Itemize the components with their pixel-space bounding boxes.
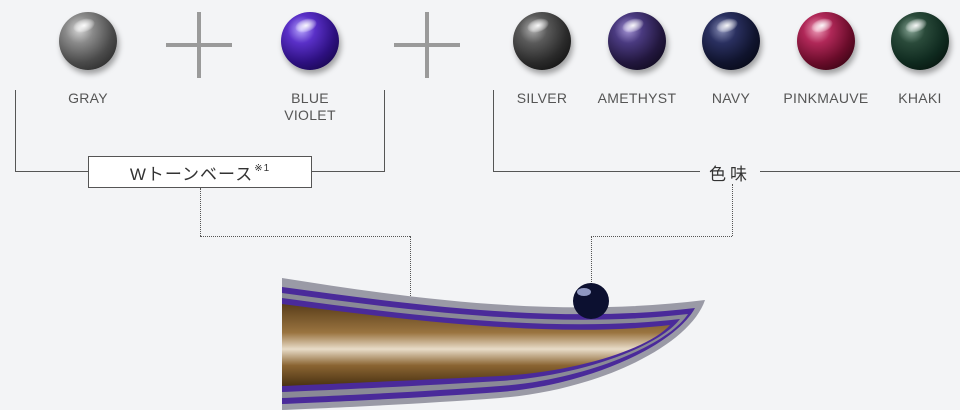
right-bracket-left (493, 90, 494, 172)
w-tone-base-box: Wトーンベース※1 (88, 156, 312, 188)
khaki-ball (891, 12, 949, 70)
w-tone-base-note: ※1 (254, 162, 271, 174)
pinkmauve-label: PINKMAUVE (783, 90, 869, 106)
w-tone-base-text: Wトーンベース (129, 164, 254, 184)
hair-core (282, 304, 670, 386)
silver-label: SILVER (516, 90, 568, 106)
gray-label: GRAY (68, 90, 108, 106)
khaki-label: KHAKI (898, 90, 942, 106)
w-tone-connector-to-hair (410, 236, 411, 302)
tint-connector-across (591, 236, 732, 237)
left-bracket-left (15, 90, 16, 172)
navy-tint-ball-highlight (577, 288, 591, 296)
navy-label: NAVY (711, 90, 751, 106)
w-tone-connector-down (200, 188, 201, 236)
w-tone-connector-across (200, 236, 410, 237)
left-bracket-right (384, 90, 385, 172)
navy-tint-ball (573, 283, 609, 319)
left-bracket-bottom-left (15, 171, 88, 172)
amethyst-ball (608, 12, 666, 70)
left-bracket-bottom-right (312, 171, 385, 172)
gray-ball (59, 12, 117, 70)
pinkmauve-ball (797, 12, 855, 70)
amethyst-label: AMETHYST (597, 90, 677, 106)
tint-connector-to-ball (591, 236, 592, 284)
plus-icon-vertical (425, 12, 429, 78)
tint-connector-down (732, 184, 733, 236)
silver-ball (513, 12, 571, 70)
blue-violet-label: BLUE VIOLET (284, 90, 336, 123)
plus-icon-vertical (197, 12, 201, 78)
tint-label: 色味 (700, 160, 760, 184)
navy-ball (702, 12, 760, 70)
blue-violet-ball (281, 12, 339, 70)
